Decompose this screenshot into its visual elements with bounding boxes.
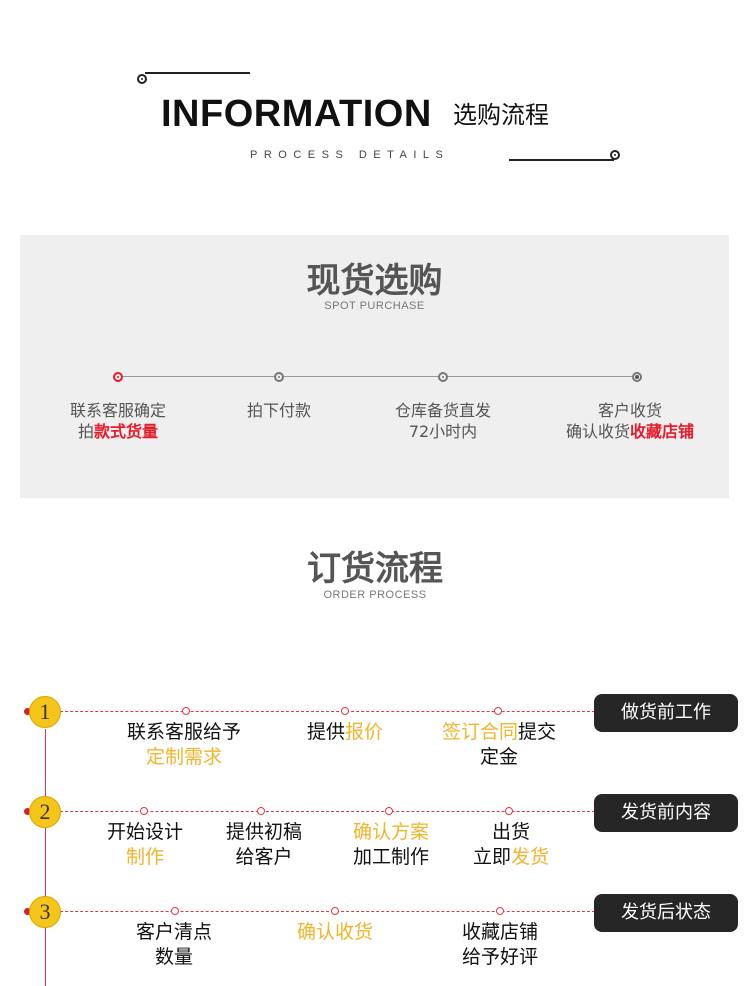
row-1-step-3-text: 提交 <box>518 721 557 743</box>
row-1-node-2-icon <box>341 707 349 715</box>
row-2-step-3-line1: 确认方案 <box>352 821 429 843</box>
row-2-step-4-text: 立即 <box>472 846 511 868</box>
row-3-node-3-icon <box>496 907 504 915</box>
row-2-node-2-icon <box>257 807 265 815</box>
spot-purchase-panel: 现货选购 SPOT PURCHASE 联系客服确定 拍款式货量 拍下付款 仓库备… <box>20 235 729 498</box>
row-2-step-2: 提供初稿 给客户 <box>204 820 324 870</box>
page-subtitle-en: PROCESS DETAILS <box>250 149 450 161</box>
row-3-step-3: 收藏店铺 给予好评 <box>440 920 560 970</box>
row-2-step-3-line2: 加工制作 <box>352 846 429 868</box>
row-3-dashed-line <box>30 911 600 912</box>
row-3-node-1-icon <box>171 907 179 915</box>
row-1-step-1: 联系客服给予 定制需求 <box>106 720 262 770</box>
row-1-start-dot-icon <box>24 708 31 715</box>
row-3-node-2-icon <box>331 907 339 915</box>
spot-timeline-node-3-icon <box>438 372 448 382</box>
row-3-step-3-line1: 收藏店铺 <box>461 921 538 943</box>
spot-timeline-node-2-icon <box>274 372 284 382</box>
spot-step-4-line2: 确认收货 <box>565 422 630 441</box>
row-1-step-2: 提供报价 <box>275 720 415 745</box>
spot-step-4: 客户收货 确认收货收藏店铺 <box>540 400 720 442</box>
row-1-step-3: 签订合同提交 定金 <box>424 720 574 770</box>
row-3-start-dot-icon <box>24 908 31 915</box>
row-1-step-3-line2: 定金 <box>479 746 518 768</box>
row-2-dashed-line <box>30 811 600 812</box>
row-2-step-4-line1: 出货 <box>491 821 530 843</box>
row-3-step-3-line2: 给予好评 <box>461 946 538 968</box>
header-line-right <box>509 159 614 161</box>
row-1-step-2-text: 提供 <box>306 721 345 743</box>
row-3-step-1-line1: 客户清点 <box>135 921 212 943</box>
row-1-step-2-highlight: 报价 <box>345 721 384 743</box>
row-1-number-badge: 1 <box>29 696 61 728</box>
row-2-step-2-line2: 给客户 <box>235 846 293 868</box>
row-2-step-1-line1: 开始设计 <box>106 821 183 843</box>
row-1-node-1-icon <box>182 707 190 715</box>
header-dot-right-icon <box>610 150 620 160</box>
row-3-step-2-line1: 确认收货 <box>296 921 373 943</box>
row-1-node-3-icon <box>494 707 502 715</box>
header-line-left <box>145 72 250 74</box>
row-1-dashed-line <box>30 711 600 712</box>
row-3-step-2: 确认收货 <box>275 920 395 945</box>
row-3-step-1: 客户清点 数量 <box>114 920 234 970</box>
spot-step-1: 联系客服确定 拍款式货量 <box>28 400 208 442</box>
spot-step-1-line1: 联系客服确定 <box>69 401 166 420</box>
spot-step-3-line2: 72小时内 <box>408 422 478 441</box>
row-2-node-3-icon <box>385 807 393 815</box>
row-3-step-1-line2: 数量 <box>154 946 193 968</box>
row-2-node-4-icon <box>505 807 513 815</box>
row-2-node-1-icon <box>140 807 148 815</box>
order-title: 订货流程 <box>307 549 443 589</box>
page-title-zh: 选购流程 <box>453 101 549 129</box>
row-3-tag: 发货后状态 <box>594 894 738 932</box>
page-title-en: INFORMATION <box>161 93 432 135</box>
spot-step-1-line2: 拍 <box>77 422 94 441</box>
spot-step-3: 仓库备货直发 72小时内 <box>353 400 533 442</box>
spot-timeline-node-4-icon <box>632 372 642 382</box>
spot-timeline-line <box>118 376 638 377</box>
row-1-step-3-highlight: 签订合同 <box>441 721 518 743</box>
spot-timeline-node-1-icon <box>113 372 123 382</box>
row-2-step-4-highlight: 发货 <box>511 846 550 868</box>
row-2-step-1: 开始设计 制作 <box>85 820 205 870</box>
spot-step-2-line1: 拍下付款 <box>246 401 311 420</box>
spot-subtitle: SPOT PURCHASE <box>324 300 425 312</box>
row-3-number-badge: 3 <box>29 896 61 928</box>
spot-step-1-highlight: 款式货量 <box>94 422 159 441</box>
row-2-step-2-line1: 提供初稿 <box>225 821 302 843</box>
order-vertical-line <box>45 729 46 986</box>
spot-step-3-line1: 仓库备货直发 <box>394 401 491 420</box>
row-2-tag: 发货前内容 <box>594 794 738 832</box>
spot-step-4-highlight: 收藏店铺 <box>630 422 695 441</box>
row-1-tag: 做货前工作 <box>594 694 738 732</box>
spot-step-4-line1: 客户收货 <box>597 401 662 420</box>
row-2-start-dot-icon <box>24 808 31 815</box>
row-1-step-1-line2: 定制需求 <box>145 746 222 768</box>
row-2-step-1-line2: 制作 <box>125 846 164 868</box>
header-dot-left-icon <box>137 74 147 84</box>
order-subtitle: ORDER PROCESS <box>323 589 427 601</box>
spot-step-2: 拍下付款 <box>189 400 369 421</box>
row-1-step-1-line1: 联系客服给予 <box>126 721 241 743</box>
row-2-step-4: 出货 立即发货 <box>451 820 571 870</box>
row-2-step-3: 确认方案 加工制作 <box>331 820 451 870</box>
row-2-number-badge: 2 <box>29 796 61 828</box>
spot-title: 现货选购 <box>306 261 443 301</box>
